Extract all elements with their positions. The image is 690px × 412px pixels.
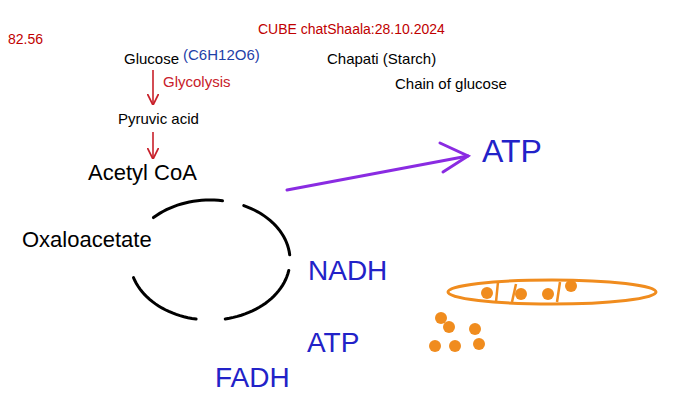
krebs-cycle <box>133 200 289 319</box>
glycolysis-arrow <box>152 70 154 104</box>
page-number: 82.56 <box>8 31 43 47</box>
product-label: ATP <box>307 327 359 359</box>
molecule-name: Glucose <box>124 50 179 67</box>
cycle-arc <box>133 278 196 320</box>
cycle-arc <box>153 200 222 218</box>
process-label: Glycolysis <box>163 73 231 90</box>
atp-arrow <box>287 143 468 190</box>
product-label: ATP <box>482 133 542 170</box>
molecule-name: Oxaloacetate <box>22 227 152 252</box>
cycle-arc <box>225 270 289 318</box>
cycle-arc <box>244 206 290 255</box>
note: Chain of glucose <box>395 75 507 92</box>
product-label: NADH <box>308 255 387 287</box>
pyruvate-arrow <box>152 132 154 158</box>
molecule-name: Pyruvic acid <box>118 110 199 127</box>
mitochondrion <box>448 280 656 304</box>
molecule-name: Acetyl CoA <box>88 160 197 185</box>
product-label: FADH <box>215 362 290 394</box>
note: Chapati (Starch) <box>327 50 436 67</box>
dot-cluster <box>429 312 485 352</box>
formula: (C6H12O6) <box>183 46 260 63</box>
watermark: CUBE chatShaala:28.10.2024 <box>258 21 445 37</box>
